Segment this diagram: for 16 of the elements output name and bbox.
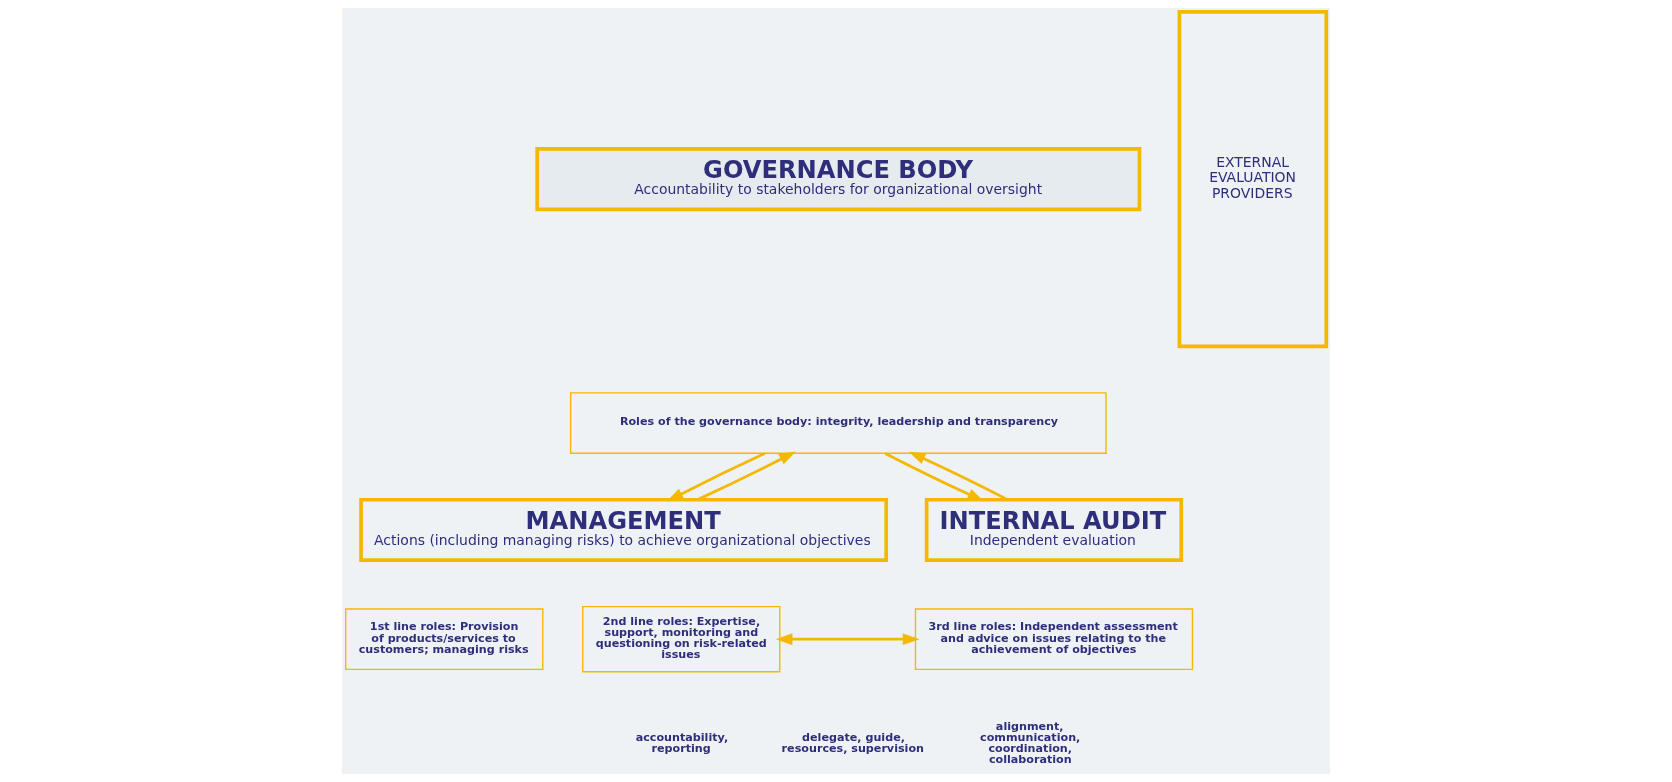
legend-label: accountability, reporting — [635, 731, 729, 756]
node-box: GOVERNANCE BODY Accountability to stakeholders for organizational oversight — [535, 147, 1142, 212]
node-box: MANAGEMENT Actions (including managing risks) to achieve organizational objectives — [359, 497, 889, 562]
node-box: INTERNAL AUDIT Independent evaluation — [924, 497, 1184, 562]
legend-label: alignment, communication, coordination, collaboration — [980, 719, 1081, 767]
node-box: 3rd line roles: Independent assessment and advice on issues relating to the achievement of objectives — [914, 608, 1194, 671]
node-box: 2nd line roles: Expertise, support, monitoring and questioning on risk-related issues — [582, 605, 781, 673]
arrow — [884, 452, 985, 502]
legend-label: delegate, guide, resources, supervision — [781, 731, 924, 756]
node-box: EXTERNAL EVALUATION PROVIDERS — [1177, 9, 1329, 349]
arrow — [697, 451, 796, 501]
arrow — [775, 633, 920, 646]
node-box: 1st line roles: Provision of products/services to customers; managing risks — [345, 608, 544, 671]
arrow — [908, 451, 1009, 501]
arrow — [666, 452, 766, 502]
node-box: Roles of the governance body: integrity, leadership and transparency — [569, 392, 1107, 454]
